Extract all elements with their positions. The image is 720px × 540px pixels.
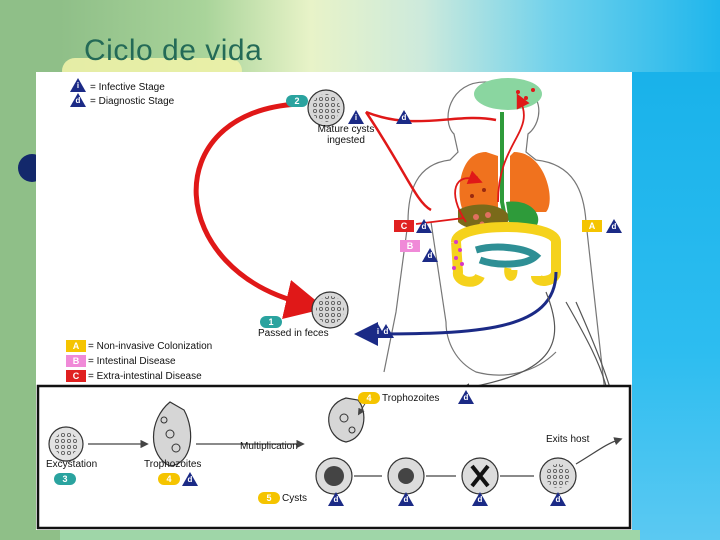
legend-c-text: = Extra-intestinal Disease	[88, 371, 202, 382]
cysts-d-badge-icon-1	[328, 492, 344, 506]
legend-a-box: A	[66, 340, 86, 352]
excystation-cyst	[48, 426, 84, 462]
exit-line-3	[461, 291, 556, 392]
trophozoites-top-d-badge-icon	[458, 390, 474, 404]
legend-diagnostic: = Diagnostic Stage	[90, 96, 175, 107]
legend-b-box: B	[66, 355, 86, 367]
trophozoite-large	[152, 401, 192, 467]
small-intestine	[474, 243, 542, 268]
trophozoites-top-label: Trophozoites	[382, 393, 440, 404]
marker-c-badge: d	[421, 222, 427, 231]
spread-arrow-lung	[454, 170, 483, 223]
rectum	[504, 267, 518, 281]
background-right-band	[632, 72, 720, 540]
step-1-d-badge: d	[383, 327, 389, 336]
intestinal-lesions	[452, 240, 464, 270]
legend-b-text: = Intestinal Disease	[88, 356, 176, 367]
mature-cyst-top	[307, 89, 345, 127]
step-1-oval: 1	[260, 316, 282, 328]
excretion-arrow	[354, 271, 558, 346]
marker-c-box: C	[394, 220, 414, 232]
marker-a-badge-icon	[606, 219, 622, 233]
ingest-arrow	[365, 110, 497, 123]
cysts-label: Cysts	[282, 493, 307, 504]
infective-badge-letter: i	[76, 81, 80, 90]
cysts-d-badge-icon-2	[398, 492, 414, 506]
marker-c-badge-icon	[416, 219, 432, 233]
cysts-d-badge-icon-3	[472, 492, 488, 506]
step-2-d-badge: d	[401, 113, 407, 122]
cysts-d-badge-2: d	[403, 495, 409, 504]
trophozoites-d-badge: d	[187, 475, 193, 484]
large-intestine-left	[451, 241, 485, 287]
trophozoite-top	[328, 397, 365, 443]
diagnostic-badge-icon	[70, 93, 86, 107]
cysts-d-badge-4: d	[555, 495, 561, 504]
marker-b-badge: d	[427, 251, 433, 260]
ingest-arrow-down	[364, 111, 432, 212]
passed-cyst-bottom	[311, 291, 349, 329]
marker-b-badge-icon	[422, 248, 438, 262]
trophozoites-top-d-badge: d	[463, 393, 469, 402]
step-1-d-badge-icon	[378, 324, 394, 338]
lung-right	[510, 152, 550, 212]
step-2-i-badge-icon	[348, 110, 364, 124]
step-1-i-badge: i	[376, 327, 380, 336]
brain	[474, 78, 542, 110]
marker-a-box: A	[582, 220, 602, 232]
encystation-stages	[315, 457, 577, 495]
excystation-label: Excystation	[46, 459, 98, 470]
spread-arrow-brain	[497, 93, 530, 203]
legend-infective: = Infective Stage	[90, 82, 165, 93]
step-2-label-line2: ingested	[327, 135, 365, 146]
step-1-label: Passed in feces	[258, 328, 329, 339]
step-2-i-badge: i	[354, 113, 358, 122]
diagnostic-badge-letter: d	[75, 96, 81, 105]
lung-left	[459, 152, 498, 212]
cysts-d-badge-3: d	[477, 495, 483, 504]
infective-badge-icon	[70, 78, 86, 92]
large-intestine	[451, 222, 561, 286]
exit-host-arrow	[575, 437, 623, 465]
cycle-arc-left	[193, 101, 326, 320]
cysts-d-badge-1: d	[333, 495, 339, 504]
trophozoites-label: Trophozoites	[144, 459, 202, 470]
trophozoites-d-badge-icon	[182, 472, 198, 486]
step-2-oval: 2	[286, 95, 308, 107]
exits-host-label: Exits host	[546, 434, 590, 445]
life-cycle-figure: i = Infective Stage d = Diagnostic Stage…	[36, 72, 632, 530]
multiplication-label: Multiplication	[240, 441, 298, 452]
legend-a-text: = Non-invasive Colonization	[88, 341, 213, 352]
excystation-step-oval: 3	[54, 473, 76, 485]
cysts-step-oval: 5	[258, 492, 280, 504]
step-2-label-line1: Mature cysts	[317, 124, 375, 135]
step-2-d-badge-icon	[396, 110, 412, 124]
trophozoites-step-oval: 4	[158, 473, 180, 485]
legend-c-box: C	[66, 370, 86, 382]
cysts-d-badge-icon-4	[550, 492, 566, 506]
background-bottom-band	[60, 530, 640, 540]
slide-title: Ciclo de vida	[84, 34, 263, 67]
marker-b-box: B	[400, 240, 420, 252]
trophozoites-top-step-oval: 4	[358, 392, 380, 404]
marker-a-badge: d	[611, 222, 617, 231]
